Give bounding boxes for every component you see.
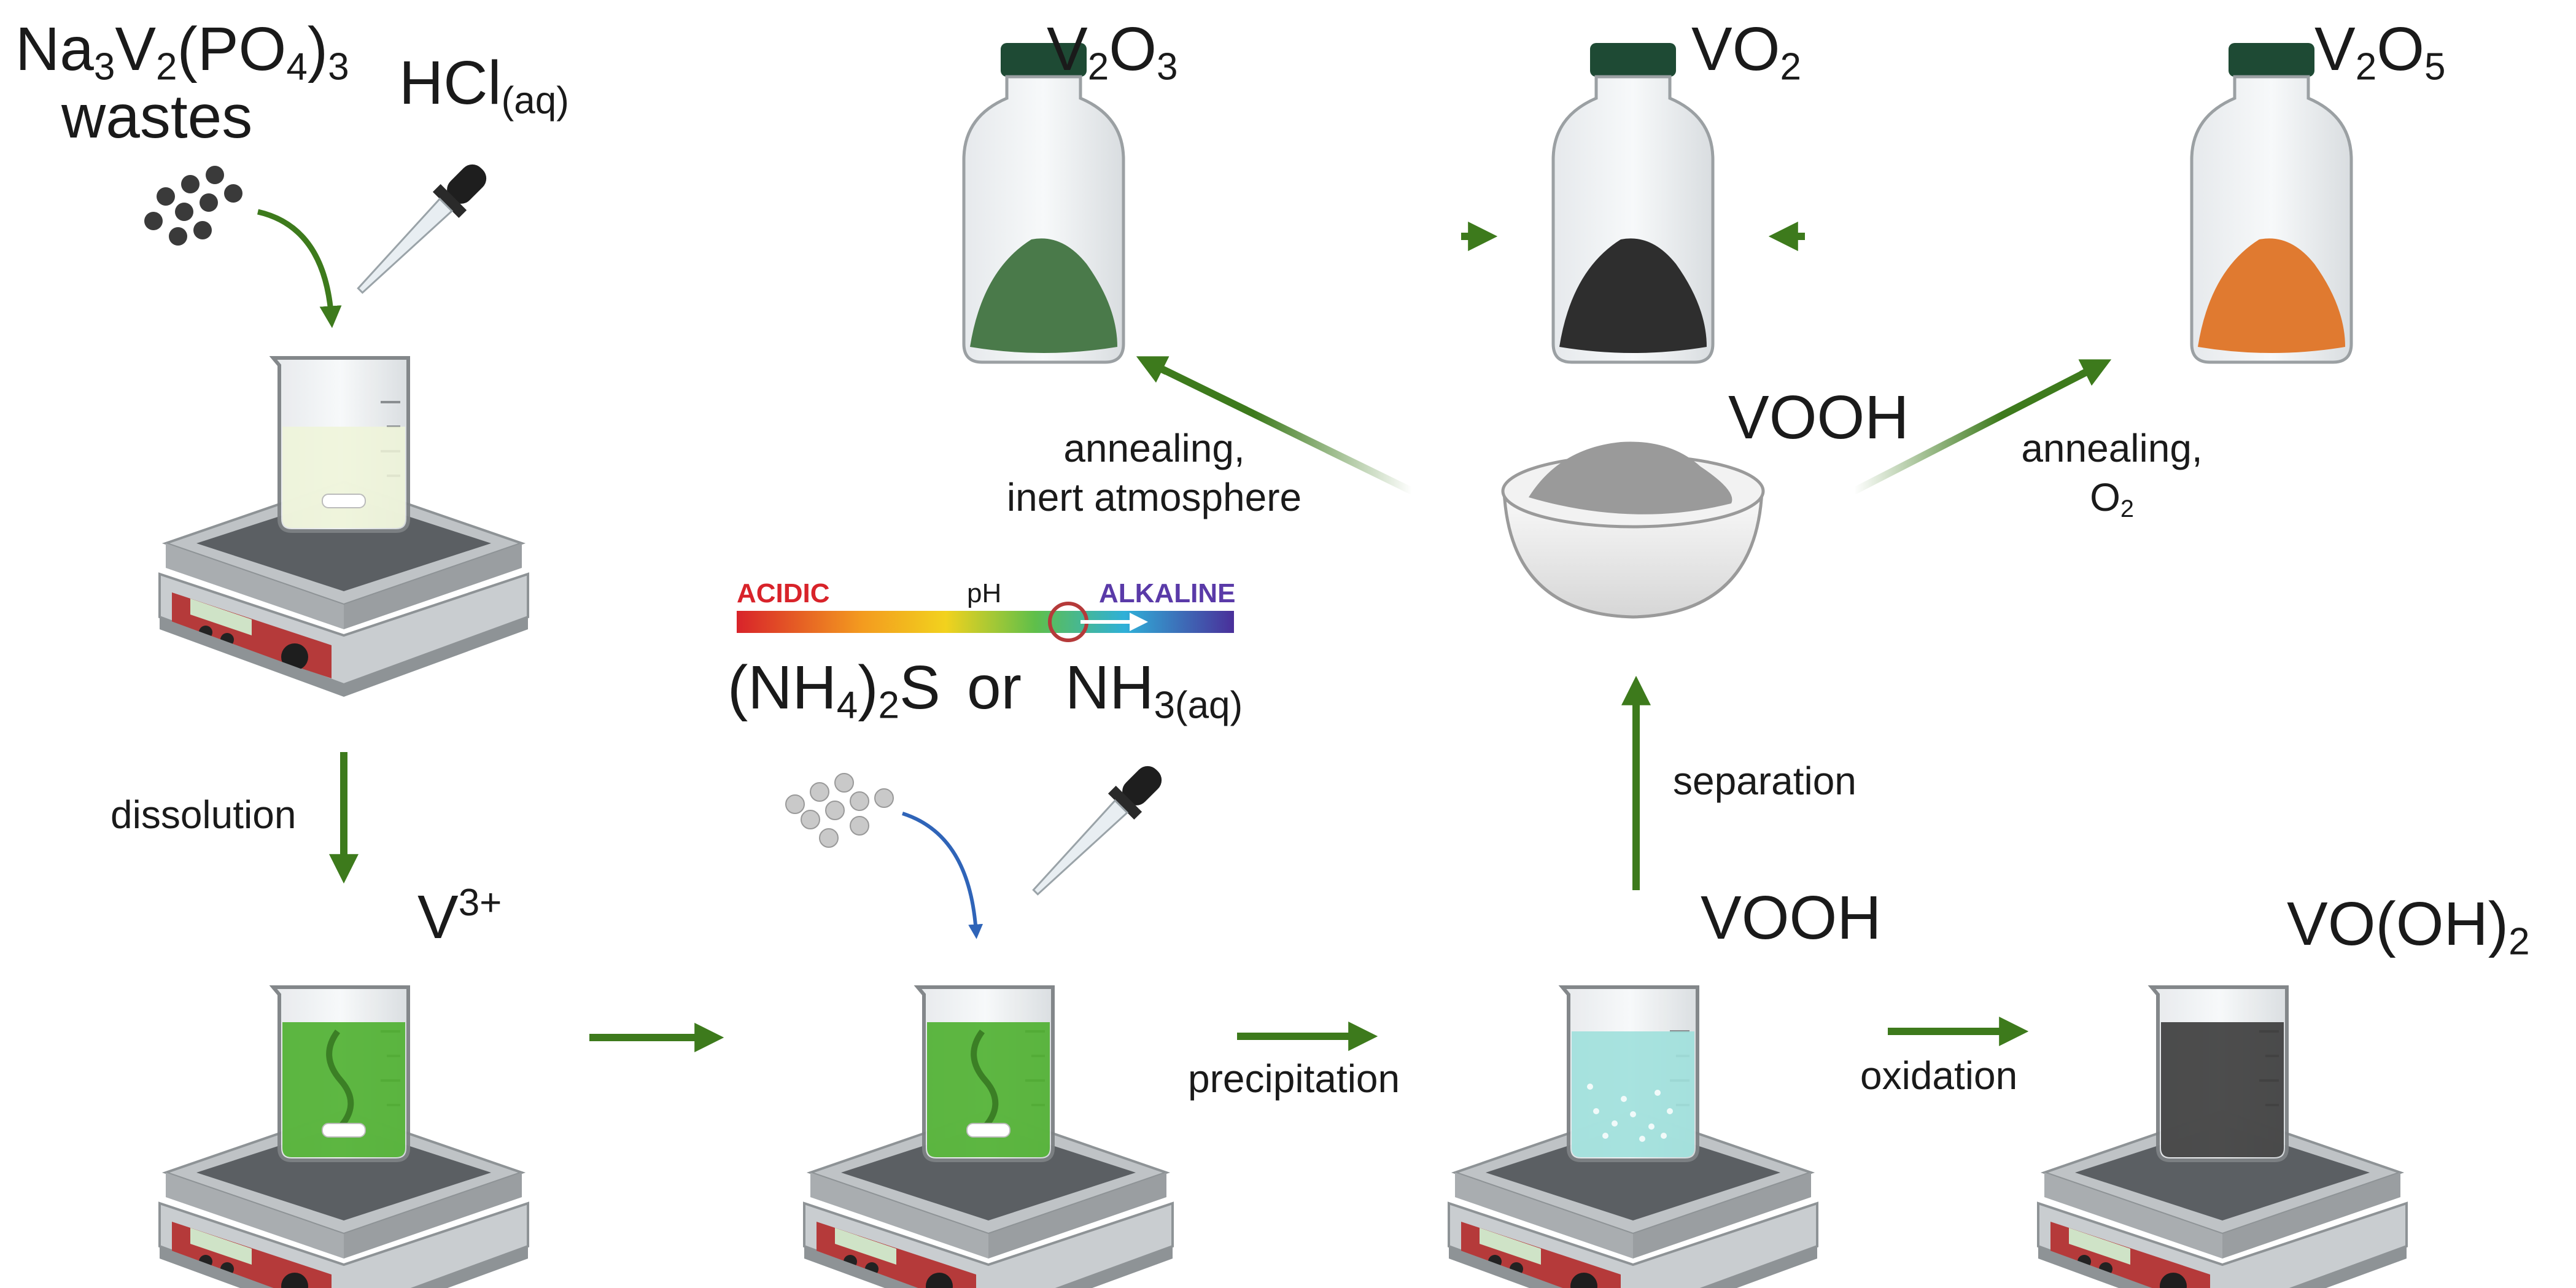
waste-formula: Na3V2(PO4)3 [15,15,349,88]
dissolution-label: dissolution [111,793,297,837]
beaker-v3 [273,987,408,1160]
vooh-bowl [1501,441,1765,619]
anneal-o2-shaft [1852,362,2101,495]
anneal-inert-label: annealing,inert atmosphere [1006,426,1302,519]
beaker-vooh [1562,987,1697,1160]
jar-v2o5 [2192,43,2351,362]
vo2-label: VO2 [1691,15,1801,88]
waste-label: wastes [61,82,253,151]
ammonia-dropper [1022,756,1171,906]
v2o3-label: V2O3 [1047,15,1178,88]
v3-label: V3+ [417,882,502,952]
ph-gradient-bar [737,611,1234,633]
jar-v2o3 [964,43,1123,362]
ph-indicator-arrowhead [1130,613,1148,631]
oxidation-label: oxidation [1860,1053,2018,1098]
hcl-label: HCl(aq) [399,48,569,122]
precipitation-label: precipitation [1188,1057,1400,1101]
vooh-beaker-label: VOOH [1701,883,1882,952]
ph-alkaline-label: ALKALINE [1099,578,1236,608]
beaker-1 [273,358,408,531]
reagent-ammonium-sulfide: (NH4)2S [727,653,941,727]
reagent-or: or [967,653,1022,722]
separation-label: separation [1673,759,1856,803]
beaker-voh2 [2152,987,2287,1160]
anneal-o2-arrow [2078,359,2112,386]
reagent-to-beaker-arrow [902,812,983,939]
voh2-label: VO(OH)2 [2287,890,2530,963]
beaker-precipitation [918,987,1053,1160]
anneal-inert-arrow [1136,356,1170,383]
anneal-o2-label: annealing,O2 [2021,426,2203,522]
v2o5-label: V2O5 [2314,15,2446,88]
waste-to-beaker-arrow [257,209,342,328]
waste-pellets [144,166,242,246]
ph-label: pH [967,578,1002,608]
anneal-inert-shaft [1146,359,1414,495]
hcl-dropper [346,155,496,305]
reagent-ammonia: NH3(aq) [1065,653,1243,727]
reagent-pellets [785,773,894,848]
vooh-bowl-label: VOOH [1728,383,1909,452]
ph-acidic-label: ACIDIC [737,578,830,608]
jar-vo2 [1553,43,1713,362]
